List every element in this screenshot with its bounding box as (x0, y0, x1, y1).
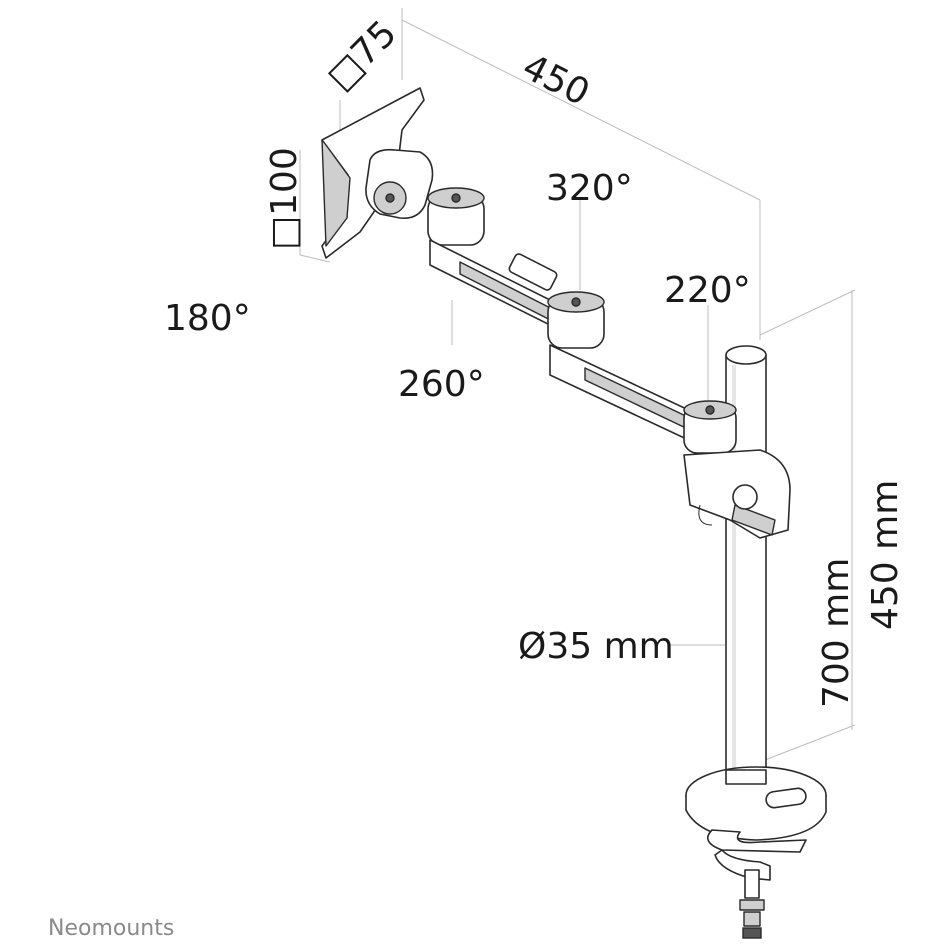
dimension-pole-height: 700 mm (816, 558, 857, 708)
dimension-pole-diameter: Ø35 mm (518, 626, 674, 667)
dimension-rotation-pivot: 320° (546, 168, 633, 209)
brand-logo-text: Neomounts (48, 916, 174, 941)
dimension-vesa-small: □75 (319, 13, 404, 98)
dimension-lines (299, 8, 856, 761)
pole-clamp (683, 449, 791, 539)
tilt-head (365, 148, 434, 220)
dimension-rotation-head: 180° (164, 298, 251, 339)
dimension-rotation-mid: 260° (398, 364, 485, 405)
dimension-rotation-base: 220° (664, 270, 751, 311)
arm-segment-rear (549, 344, 711, 451)
dimension-arm-length: 450 (516, 46, 596, 114)
dimension-height-range: 450 mm (865, 480, 906, 630)
joint-middle (547, 291, 605, 349)
desk-clamp (706, 829, 807, 939)
dimension-vesa-large: □100 (264, 147, 305, 250)
desk-base (685, 766, 827, 841)
joint-rear (683, 400, 737, 454)
joint-head (427, 187, 485, 246)
